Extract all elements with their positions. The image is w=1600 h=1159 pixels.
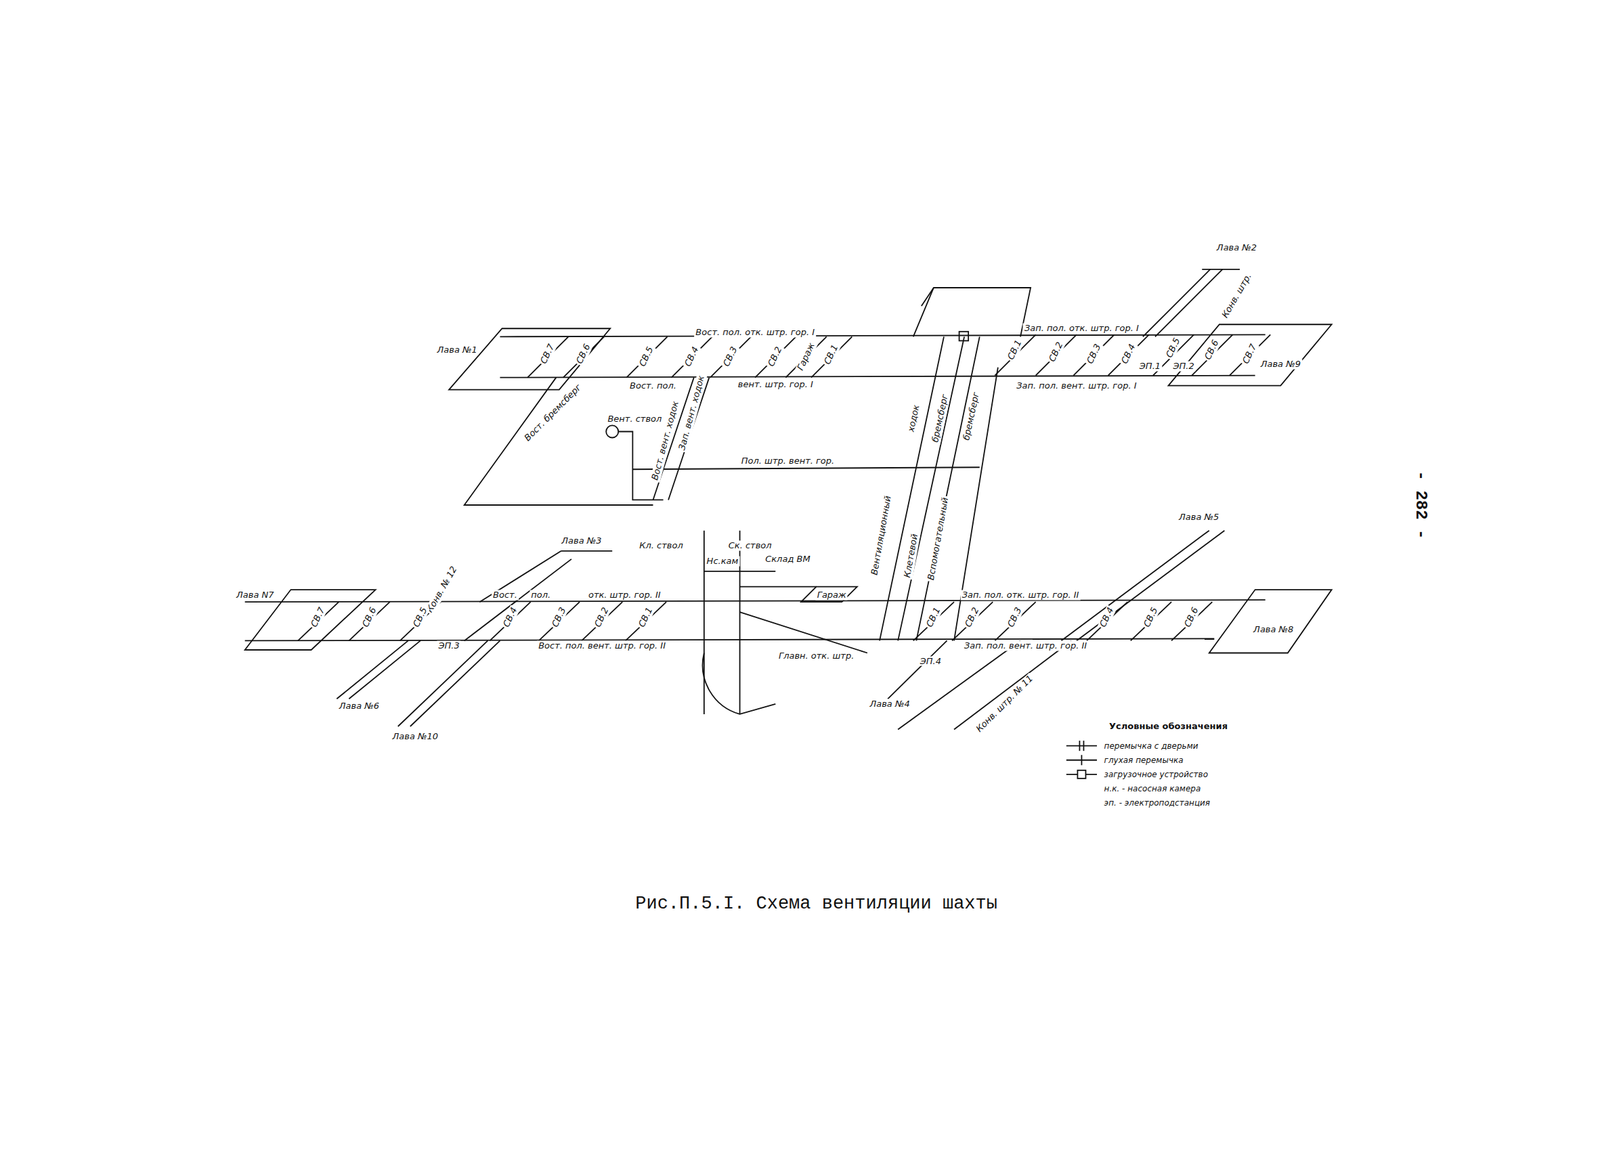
working-label: СВ.3 xyxy=(721,344,741,370)
working-label: Условные обозначения xyxy=(1107,721,1229,732)
page-number: - 282 - xyxy=(1411,469,1431,542)
working-label: Конв. штр. № 11 xyxy=(973,673,1036,736)
working-label: Лава №9 xyxy=(1259,359,1303,370)
working-label: СВ.4 xyxy=(500,604,520,630)
working-label: вент. штр. гор. I xyxy=(736,379,815,391)
working-label: ЭП.3 xyxy=(436,640,461,651)
legend-text: загрузочное устройство xyxy=(1104,769,1208,780)
working-label: Лава №5 xyxy=(1177,512,1221,523)
working-label: Пол. штр. вент. гор. xyxy=(740,456,836,467)
working-label: Нс.кам xyxy=(705,555,741,567)
working-label: Клетевой xyxy=(901,532,921,581)
working-label: пол. xyxy=(529,589,552,600)
working-label: отк. штр. гор. II xyxy=(587,589,663,600)
working-label: Вост. пол. xyxy=(628,380,678,391)
working-label: Вост. xyxy=(491,589,519,600)
working-label: Ск. ствол xyxy=(727,541,774,552)
working-label: Лава №3 xyxy=(559,535,603,546)
working-label: СВ.1 xyxy=(924,604,944,630)
working-label: СВ.3 xyxy=(549,604,569,630)
working-label: Гараж xyxy=(815,589,848,600)
working-label: Главн. отк. штр. xyxy=(777,651,856,662)
working-label: Лава №8 xyxy=(1251,624,1295,635)
working-label: Вент. ствол xyxy=(606,414,663,425)
working-label: СВ.5 xyxy=(1141,604,1161,630)
working-label: Лава №2 xyxy=(1215,243,1259,254)
figure-caption: Рис.П.5.I. Схема вентиляции шахты xyxy=(635,893,998,915)
working-label: СВ.4 xyxy=(1119,341,1139,367)
working-label: бремсберг xyxy=(960,390,982,443)
working-label: СВ.6 xyxy=(574,341,594,367)
working-label: Зап. пол. отк. штр. гор. II xyxy=(960,589,1081,600)
working-label: ходок xyxy=(905,402,923,435)
working-label: СВ.2 xyxy=(1046,339,1066,365)
working-label: Вост. вент. ходок xyxy=(649,398,682,483)
working-label: СВ.2 xyxy=(962,604,982,630)
working-label: Кл. ствол xyxy=(637,541,684,552)
working-label: Лава №10 xyxy=(391,731,441,743)
working-label: ЭП.1 xyxy=(1138,361,1162,372)
working-label: бремсберг xyxy=(930,392,951,445)
working-label: Зап. пол. вент. штр. гор. I xyxy=(1014,380,1138,391)
working-label: СВ.5 xyxy=(411,604,430,630)
working-label: СВ.3 xyxy=(1005,604,1025,630)
working-label: СВ.2 xyxy=(592,604,612,630)
working-label: СВ.4 xyxy=(682,344,702,370)
working-label: СВ.7 xyxy=(538,341,558,367)
working-label: СВ.7 xyxy=(1240,341,1260,367)
working-label: Вост. пол. отк. штр. гор. I xyxy=(694,327,816,338)
working-label: СВ.1 xyxy=(822,342,841,368)
working-label: Лава №6 xyxy=(337,700,381,711)
working-label: СВ.1 xyxy=(1005,337,1025,363)
working-label: Гараж xyxy=(794,340,818,374)
working-label: СВ.2 xyxy=(765,344,785,370)
working-label: СВ.6 xyxy=(359,604,379,630)
working-label: Конв. штр. xyxy=(1219,270,1255,322)
working-label: Вспомогательный xyxy=(926,494,952,582)
working-label: СВ.4 xyxy=(1097,604,1117,630)
legend-text: эп. - электроподстанция xyxy=(1104,798,1211,808)
legend-text: н.к. - насосная камера xyxy=(1104,784,1202,794)
working-label: СВ.3 xyxy=(1084,341,1104,367)
working-label: ЭП.4 xyxy=(918,656,943,667)
working-label: Вост. пол. вент. штр. гор. II xyxy=(536,640,667,651)
working-label: Лава №1 xyxy=(435,344,479,355)
working-label: СВ.5 xyxy=(637,344,657,370)
working-label: СВ.6 xyxy=(1182,604,1202,630)
working-label: СВ.1 xyxy=(636,604,656,630)
working-label: Лава N7 xyxy=(234,589,276,600)
working-label: Зап. пол. отк. штр. гор. I xyxy=(1023,323,1141,334)
working-label: Склад ВМ xyxy=(763,553,812,565)
working-label: Конв. № 12 xyxy=(423,564,460,617)
working-label: Вентиляционный xyxy=(869,494,894,578)
working-label: Зап. пол. вент. штр. гор. II xyxy=(962,640,1089,651)
legend-text: перемычка с дверьми xyxy=(1104,741,1199,751)
working-label: ЭП.2 xyxy=(1171,361,1196,372)
working-label: СВ.7 xyxy=(308,604,328,630)
working-label: Лава №4 xyxy=(868,698,911,709)
legend-text: глухая перемычка xyxy=(1104,755,1184,766)
